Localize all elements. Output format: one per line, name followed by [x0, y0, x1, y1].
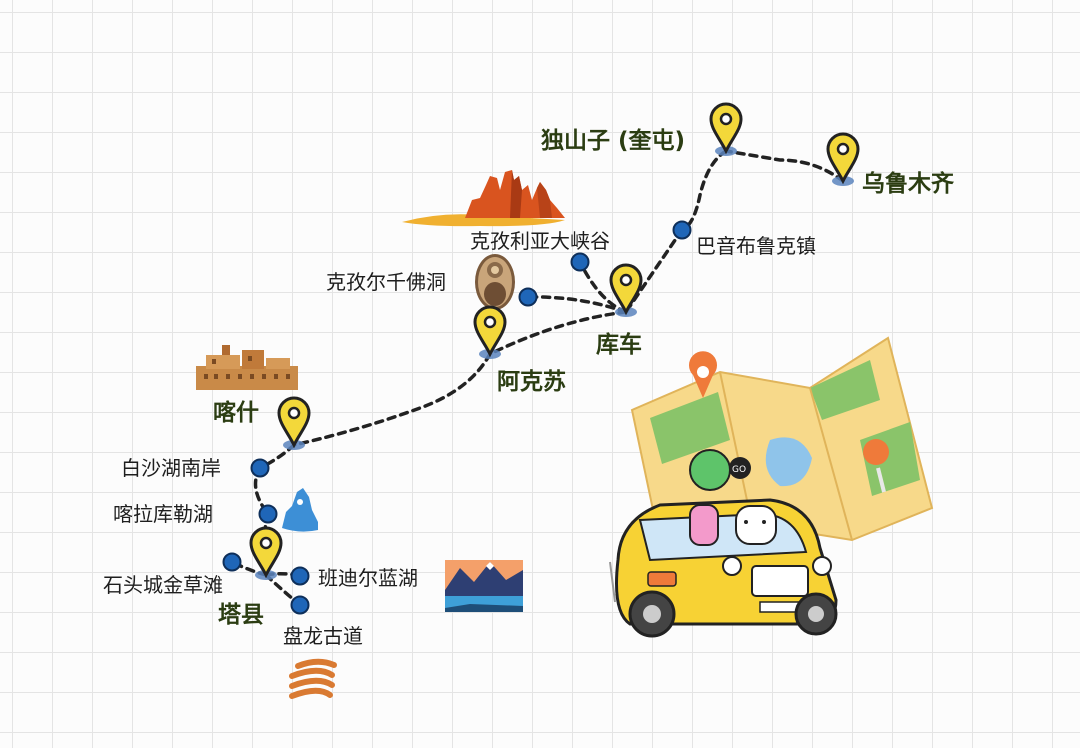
location-pin-icon — [609, 263, 643, 317]
stop-dot-bayinbuluke — [672, 220, 692, 240]
stop-dot-karakul — [258, 504, 278, 524]
stop-dot-kezier — [518, 287, 538, 307]
stop-dot-panlong — [290, 595, 310, 615]
label-baisha: 白沙湖南岸 — [121, 456, 221, 480]
stop-dot-shitoucheng — [222, 552, 242, 572]
location-pin-icon — [826, 132, 860, 186]
route-segment — [724, 149, 845, 183]
lake-silhouette-illustration — [282, 488, 318, 532]
location-pin-icon — [249, 526, 283, 580]
label-dushanzi: 独山子 (奎屯) — [541, 128, 686, 154]
label-kezileya: 克孜利亚大峡谷 — [470, 229, 610, 253]
label-kuqa: 库车 — [596, 332, 642, 358]
label-shitoucheng: 石头城金草滩 — [103, 573, 223, 597]
label-taxian: 塔县 — [218, 602, 264, 628]
route-segment — [488, 310, 628, 356]
stop-dot-baisha — [250, 458, 270, 478]
old-town-illustration — [196, 345, 298, 390]
route-segment — [680, 149, 728, 232]
label-karakul: 喀拉库勒湖 — [113, 502, 213, 526]
stop-dot-bandier — [290, 566, 310, 586]
buddha-mural-illustration — [475, 254, 515, 310]
location-pin-icon — [709, 102, 743, 156]
route-segment — [292, 352, 492, 447]
label-aksu: 阿克苏 — [497, 369, 566, 395]
mountain-lake-illustration — [445, 560, 523, 612]
label-kashgar: 喀什 — [213, 400, 259, 426]
label-urumqi: 乌鲁木齐 — [862, 171, 954, 197]
canyon-rocks-illustration — [402, 170, 565, 227]
label-bandier: 班迪尔蓝湖 — [318, 566, 418, 590]
location-pin-icon — [277, 396, 311, 450]
location-pin-icon — [473, 305, 507, 359]
stop-dot-kezileya — [570, 252, 590, 272]
label-bayinbuluke: 巴音布鲁克镇 — [696, 234, 816, 258]
winding-road-illustration — [289, 658, 337, 699]
svg-text:GO: GO — [732, 465, 746, 475]
label-kezier: 克孜尔千佛洞 — [326, 270, 446, 294]
road-trip-car-illustration: GO — [609, 449, 838, 638]
label-panlong: 盘龙古道 — [283, 624, 363, 648]
